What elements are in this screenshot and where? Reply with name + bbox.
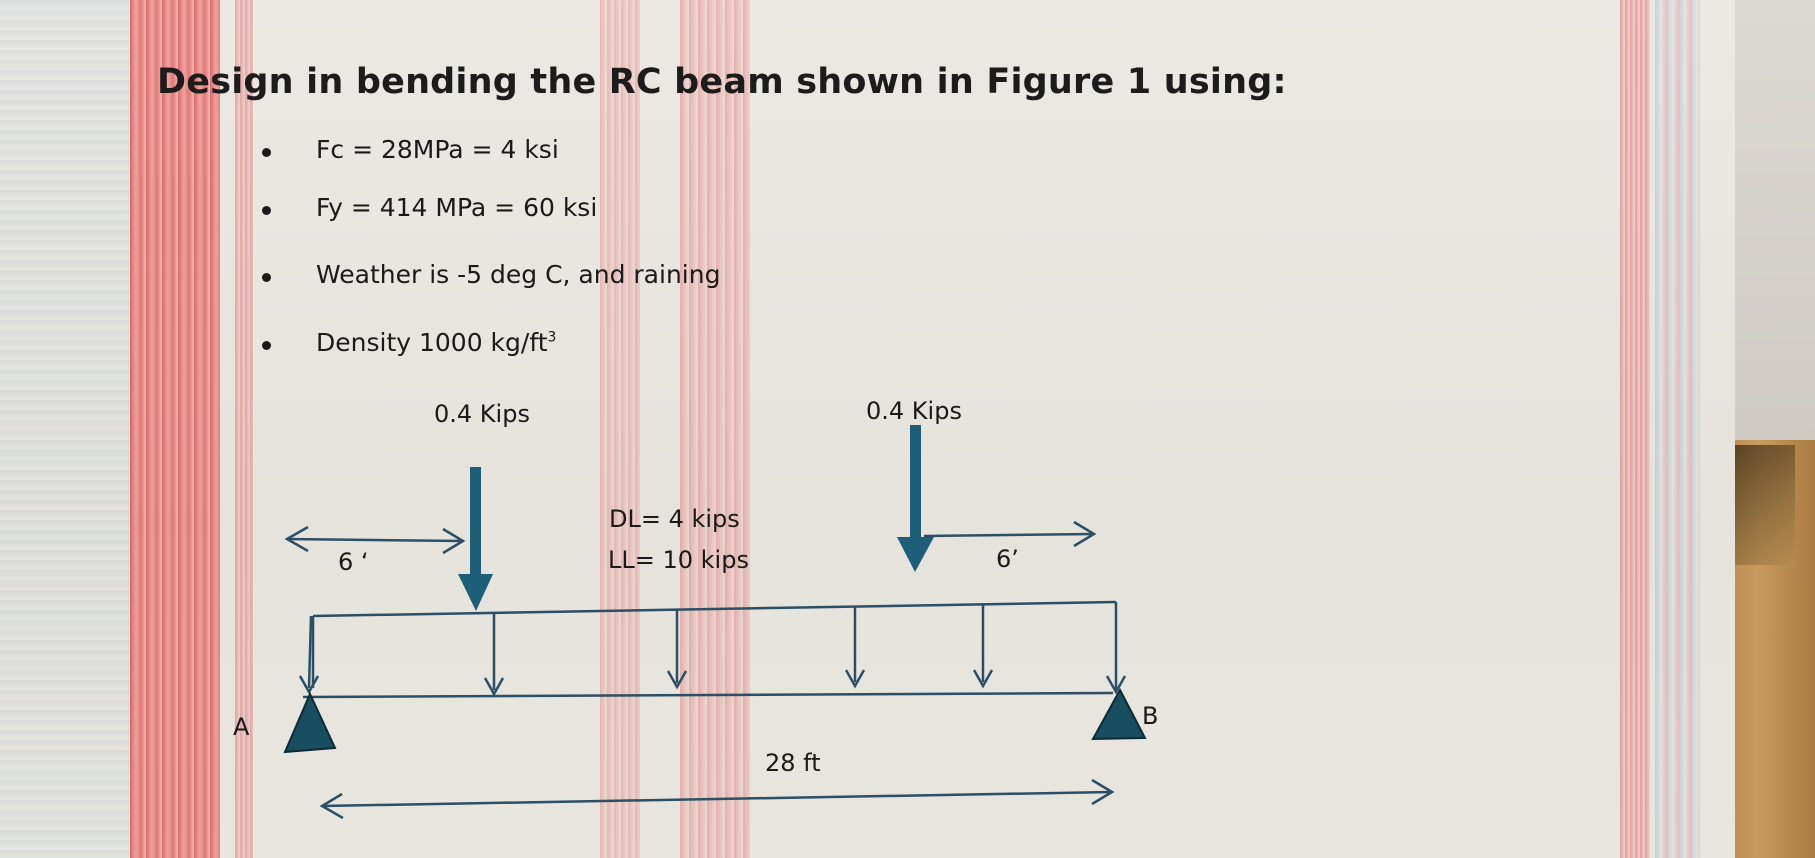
point-load-left-label: 0.4 Kips [434,400,530,428]
dimension-arrow-left [284,525,466,555]
bullet-dot [262,206,271,215]
bullet-text: Fc = 28MPa = 4 ksi [316,135,559,164]
problem-heading: Design in bending the RC beam shown in F… [157,62,1287,102]
print-streak [600,0,640,858]
density-exponent: 3 [547,329,557,346]
bullet-dot [262,148,271,157]
bullet-dot [262,341,271,350]
distributed-load-envelope [311,600,1118,690]
shadow-edge [1725,445,1795,565]
support-a-label: A [233,713,250,741]
point-load-left-arrow [458,467,493,611]
bullet-text: Fy = 414 MPa = 60 ksi [316,193,598,222]
print-streak [0,0,130,858]
print-streak [1620,0,1650,858]
print-streak [130,0,220,858]
support-a-icon [283,691,337,754]
distributed-load-arrows [298,605,1127,697]
bullet-dot [262,273,271,282]
dimension-right-label: 6’ [996,545,1019,573]
point-load-right-label: 0.4 Kips [866,397,962,425]
span-label: 28 ft [765,749,821,777]
print-streak [235,0,253,858]
dead-load-label: DL= 4 kips [609,505,740,533]
point-load-right-arrow [897,425,934,572]
live-load-label: LL= 10 kips [608,546,749,574]
beam-diagram: 0.4 Kips 0.4 Kips DL= 4 kips LL= 10 kips… [233,397,1158,820]
beam-line [302,691,1114,699]
printed-sheet: Design in bending the RC beam shown in F… [0,0,1735,858]
support-b-icon [1091,687,1147,741]
bullet-text: Weather is -5 deg C, and raining [316,260,721,289]
dimension-left-label: 6 ‘ [338,548,369,576]
print-streak [680,0,750,858]
span-dimension-arrow [319,778,1115,820]
print-streak [1655,0,1700,858]
support-b-label: B [1142,702,1158,730]
bullet-text: Density 1000 kg/ft3 [316,328,556,357]
dimension-arrow-right [923,520,1097,548]
density-text: Density 1000 kg/ft [316,328,548,357]
